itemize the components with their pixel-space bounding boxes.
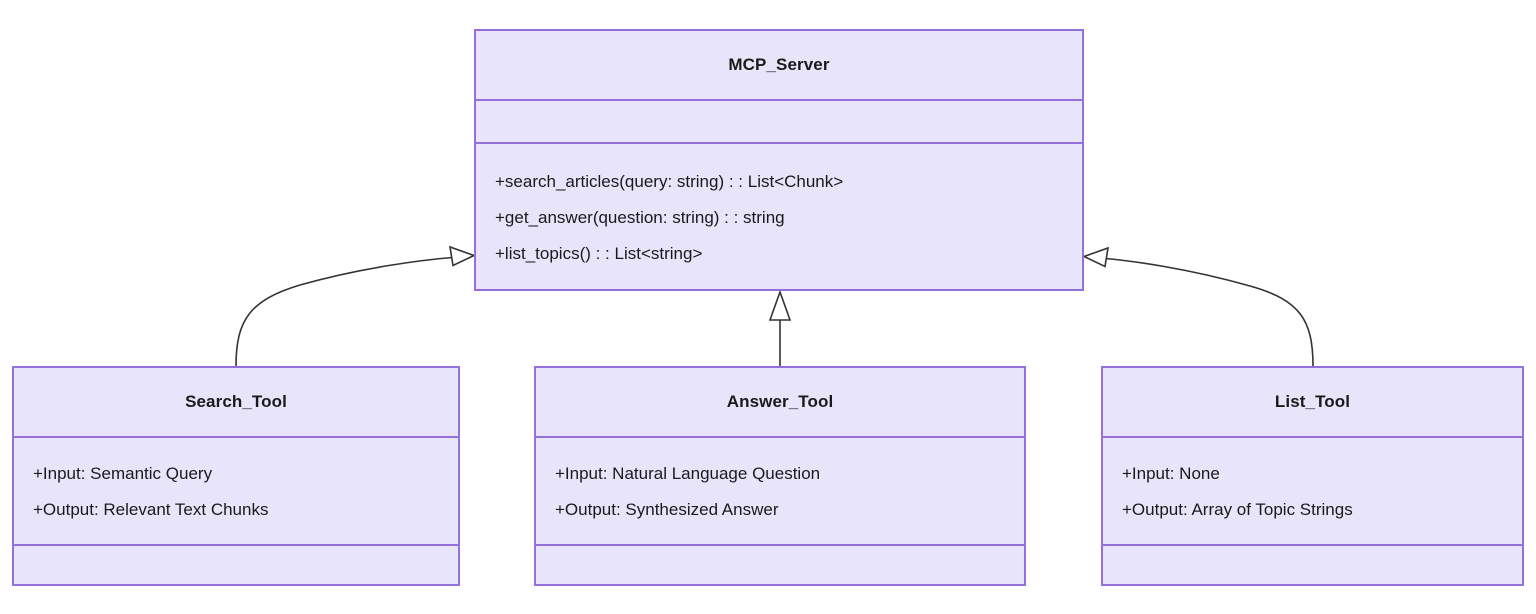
class-node-list-tool[interactable]: List_Tool +Input: None +Output: Array of… [1101, 366, 1524, 586]
class-attribute: +Input: None [1122, 464, 1220, 483]
class-attribute: +Input: Semantic Query [33, 464, 213, 483]
class-method: +list_topics() : : List<string> [495, 244, 703, 263]
class-node-search-tool[interactable]: Search_Tool +Input: Semantic Query +Outp… [12, 366, 460, 586]
compartment-divider [1103, 436, 1522, 438]
compartment-divider [536, 436, 1024, 438]
class-methods-compartment [14, 546, 458, 584]
compartment-divider [536, 544, 1024, 546]
class-title-compartment: Answer_Tool [536, 368, 1024, 436]
class-name-mcp-server: MCP_Server [728, 55, 830, 74]
edge-list-tool-to-mcp-server [1081, 246, 1314, 367]
class-attribute: +Output: Array of Topic Strings [1122, 500, 1353, 519]
class-method: +get_answer(question: string) : : string [495, 208, 785, 227]
class-method: +search_articles(query: string) : : List… [495, 172, 844, 191]
class-node-answer-tool[interactable]: Answer_Tool +Input: Natural Language Que… [534, 366, 1026, 586]
class-attribute: +Output: Relevant Text Chunks [33, 500, 269, 519]
class-title-compartment: Search_Tool [14, 368, 458, 436]
class-name-answer-tool: Answer_Tool [726, 392, 834, 411]
class-title-compartment: List_Tool [1103, 368, 1522, 436]
class-name-search-tool: Search_Tool [185, 392, 287, 411]
class-attributes-compartment: +Input: Natural Language Question +Outpu… [536, 438, 1024, 544]
class-node-mcp-server[interactable]: MCP_Server +search_articles(query: strin… [474, 29, 1084, 291]
edge-answer-tool-to-mcp-server [768, 289, 792, 366]
compartment-divider [476, 99, 1082, 101]
class-methods-compartment: +search_articles(query: string) : : List… [476, 144, 1082, 289]
class-attributes-compartment: +Input: Semantic Query +Output: Relevant… [14, 438, 458, 544]
class-attribute: +Output: Synthesized Answer [555, 500, 779, 519]
class-title-compartment: MCP_Server [476, 31, 1082, 99]
class-name-list-tool: List_Tool [1274, 392, 1351, 411]
compartment-divider [14, 544, 458, 546]
edge-search-tool-to-mcp-server [235, 245, 477, 367]
class-methods-compartment [536, 546, 1024, 584]
class-attributes-compartment [476, 101, 1082, 142]
class-attribute: +Input: Natural Language Question [555, 464, 821, 483]
class-methods-compartment [1103, 546, 1522, 584]
compartment-divider [476, 142, 1082, 144]
compartment-divider [14, 436, 458, 438]
class-attributes-compartment: +Input: None +Output: Array of Topic Str… [1103, 438, 1522, 544]
compartment-divider [1103, 544, 1522, 546]
